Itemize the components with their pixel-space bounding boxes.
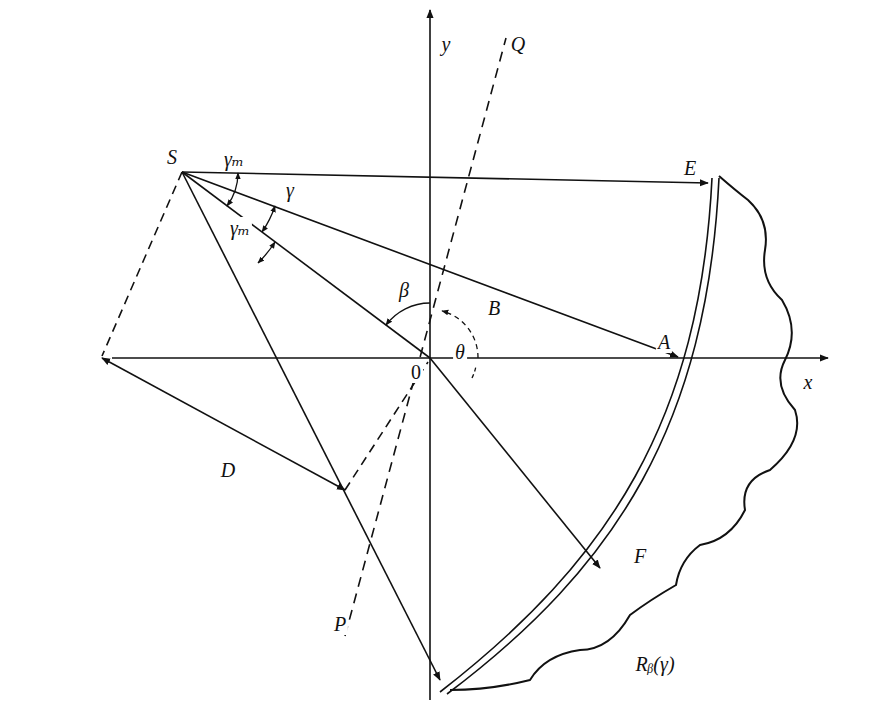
angle-arc	[227, 173, 238, 206]
x-axis	[112, 357, 828, 359]
y-axis	[429, 10, 431, 700]
angle-label: γₘ	[222, 148, 246, 170]
dimension-line	[102, 358, 345, 490]
detector-line	[345, 38, 506, 636]
ray-edge	[182, 172, 708, 183]
curve-label: Rᵦ(γ)	[633, 653, 676, 675]
angle-label: θ	[453, 341, 467, 363]
angle-label: β	[397, 279, 411, 301]
point-label: S	[165, 146, 179, 168]
ray-edge	[182, 172, 440, 680]
angle-arc	[258, 242, 275, 263]
point-label: E	[682, 157, 698, 179]
angle-label: γ	[284, 179, 296, 201]
detector-arc	[447, 178, 719, 694]
point-label: A	[656, 331, 672, 353]
f-vector	[430, 358, 600, 568]
extension-line	[102, 172, 182, 356]
angle-arc	[262, 206, 275, 232]
angle-label: γₘ	[228, 217, 252, 239]
dimension-label: D	[219, 459, 237, 481]
line-label: Q	[509, 33, 527, 55]
angle-arc	[386, 303, 430, 325]
axis-label: y	[440, 33, 453, 55]
axis-label: x	[802, 371, 815, 393]
detector-arc	[440, 178, 712, 692]
vector-label: F	[632, 545, 648, 567]
extension-line	[345, 362, 428, 490]
ray	[182, 172, 678, 357]
point-label: B	[486, 297, 502, 319]
angle-arc	[472, 366, 476, 378]
line-label: P	[332, 613, 348, 635]
central-ray	[182, 172, 430, 358]
origin-label: 0	[409, 361, 423, 383]
projection-curve	[450, 176, 797, 690]
